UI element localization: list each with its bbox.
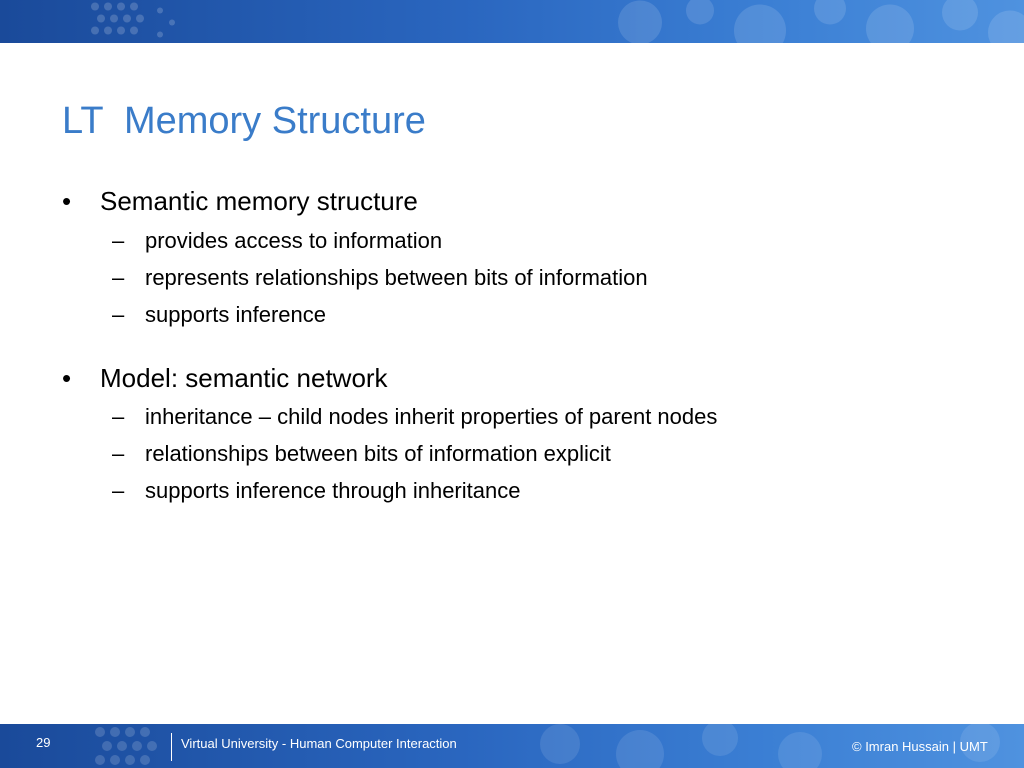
footer-divider bbox=[171, 733, 172, 761]
dash-marker: – bbox=[112, 302, 125, 327]
dash-marker: – bbox=[112, 228, 125, 253]
bullet-marker: • bbox=[62, 186, 72, 216]
bullet-text: Model: semantic network bbox=[100, 363, 388, 393]
sub-bullet-text: supports inference bbox=[145, 302, 326, 327]
sub-bullet-item: – supports inference bbox=[112, 302, 326, 328]
dash-marker: – bbox=[112, 404, 125, 429]
sub-bullet-item: – relationships between bits of informat… bbox=[112, 441, 611, 467]
header-dot-pattern bbox=[91, 0, 1024, 43]
bullet-text: Semantic memory structure bbox=[100, 186, 418, 216]
dash-marker: – bbox=[112, 441, 125, 466]
sub-bullet-text: provides access to information bbox=[145, 228, 443, 253]
slide-title: LT Memory Structure bbox=[62, 100, 426, 142]
sub-bullet-item: – supports inference through inheritance bbox=[112, 478, 520, 504]
bullet-marker: • bbox=[62, 363, 72, 393]
footer-course: Virtual University - Human Computer Inte… bbox=[181, 736, 457, 751]
footer-credit: © Imran Hussain | UMT bbox=[852, 739, 988, 754]
sub-bullet-text: supports inference through inheritance bbox=[145, 478, 521, 503]
sub-bullet-text: represents relationships between bits of… bbox=[145, 265, 648, 290]
footer-band bbox=[0, 724, 1024, 768]
dash-marker: – bbox=[112, 478, 125, 503]
bullet-item: • Model: semantic network bbox=[62, 363, 388, 394]
header-band bbox=[0, 0, 1024, 43]
dash-marker: – bbox=[112, 265, 125, 290]
sub-bullet-text: inheritance – child nodes inherit proper… bbox=[145, 404, 718, 429]
bullet-item: • Semantic memory structure bbox=[62, 186, 418, 217]
page-number: 29 bbox=[36, 735, 51, 750]
sub-bullet-text: relationships between bits of informatio… bbox=[145, 441, 611, 466]
sub-bullet-item: – represents relationships between bits … bbox=[112, 265, 648, 291]
footer-dot-pattern bbox=[95, 724, 1000, 768]
sub-bullet-item: – provides access to information bbox=[112, 228, 442, 254]
sub-bullet-item: – inheritance – child nodes inherit prop… bbox=[112, 404, 717, 430]
